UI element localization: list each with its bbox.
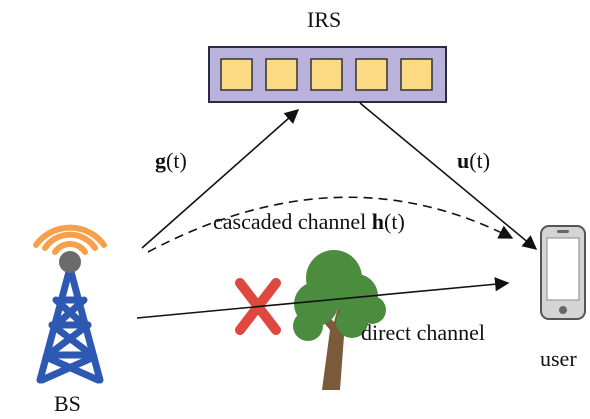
direct-channel-arrow: [136, 277, 510, 319]
g-channel-arrow: [141, 109, 300, 249]
cascaded-channel-text: cascaded channel: [213, 209, 372, 234]
u-channel-label: u(t): [457, 150, 490, 172]
u-argument: (t): [469, 148, 491, 173]
tower-structure: [36, 264, 104, 384]
irs-element-group: [220, 58, 433, 91]
g-argument: (t): [166, 148, 187, 173]
irs-panel: [208, 46, 447, 103]
irs-element: [265, 58, 298, 91]
cascaded-channel-label: cascaded channel h(t): [213, 211, 405, 233]
cascaded-channel-arrow: [147, 196, 514, 253]
h-symbol: h: [371, 209, 385, 234]
u-channel-arrow: [359, 102, 538, 250]
smartphone-icon: [540, 225, 586, 320]
antenna-head: [59, 251, 81, 273]
bs-label: BS: [54, 391, 81, 416]
direct-channel-label: direct channel: [361, 320, 485, 345]
cell-tower-icon: [33, 224, 107, 384]
irs-element: [400, 58, 433, 91]
user-label: user: [540, 346, 577, 371]
irs-label: IRS: [307, 7, 342, 32]
h-argument: (t): [384, 209, 405, 234]
tree-icon: [293, 250, 386, 390]
g-symbol: g: [155, 148, 166, 173]
u-symbol: u: [457, 148, 470, 173]
irs-element: [355, 58, 388, 91]
irs-element: [220, 58, 253, 91]
irs-element: [310, 58, 343, 91]
g-channel-label: g(t): [155, 150, 187, 172]
signal-wave-icon: [33, 224, 107, 255]
